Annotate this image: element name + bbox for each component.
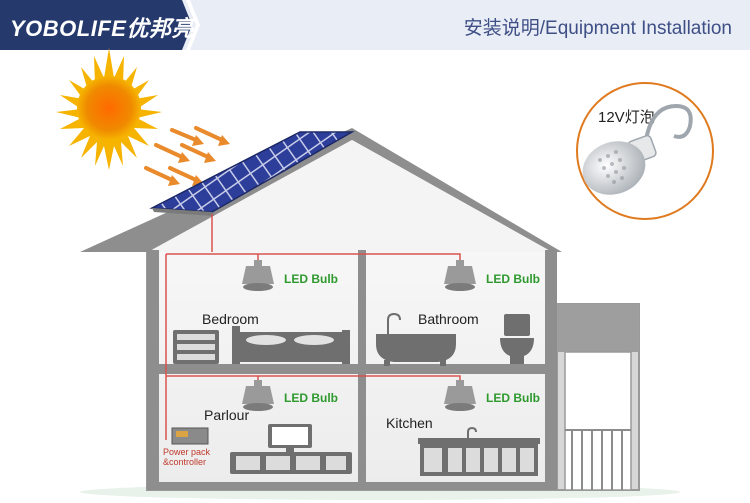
power-pack-icon: [171, 427, 209, 445]
wiring: [165, 214, 461, 440]
led-bulb-icon: [444, 380, 476, 411]
tv-cabinet-icon: [230, 452, 352, 474]
room-label-bedroom: Bedroom: [202, 311, 259, 327]
room-label-parlour: Parlour: [204, 407, 249, 423]
power-pack-label-line1: Power pack: [163, 447, 211, 457]
sun-icon: [56, 48, 162, 170]
house: [80, 128, 640, 491]
room-label-kitchen: Kitchen: [386, 415, 433, 431]
led-bulb-label-bathroom: LED Bulb: [486, 272, 540, 286]
bulb-callout-circle: [576, 82, 714, 220]
led-bulb-label-kitchen: LED Bulb: [486, 391, 540, 405]
bulb-callout-label: 12V灯泡: [598, 109, 655, 126]
power-pack-label-line2: &controller: [163, 457, 206, 467]
page-title: 安装说明/Equipment Installation: [463, 18, 732, 39]
brand-tab: [0, 0, 192, 50]
sunlight-arrows: [144, 126, 230, 186]
led-bulb-icon: [444, 260, 476, 291]
led-bulb-icon: [242, 260, 274, 291]
faucet-icon: [467, 426, 477, 440]
tv-icon: [268, 424, 312, 452]
header-bar: YOBOLIFE优邦亮 安装说明/Equipment Installation: [0, 0, 750, 50]
led-bulb-icon: [242, 380, 274, 411]
bathtub-icon: [376, 312, 456, 366]
led-bulb-label-parlour: LED Bulb: [284, 391, 338, 405]
led-bulb-label-bedroom: LED Bulb: [284, 272, 338, 286]
bed-icon: [232, 326, 350, 364]
kitchen-cabinet-icon: [418, 438, 540, 476]
room-label-bathroom: Bathroom: [418, 311, 479, 327]
toilet-icon: [500, 314, 534, 364]
dresser-icon: [173, 330, 219, 364]
brand-logo: YOBOLIFE优邦亮: [10, 16, 194, 41]
